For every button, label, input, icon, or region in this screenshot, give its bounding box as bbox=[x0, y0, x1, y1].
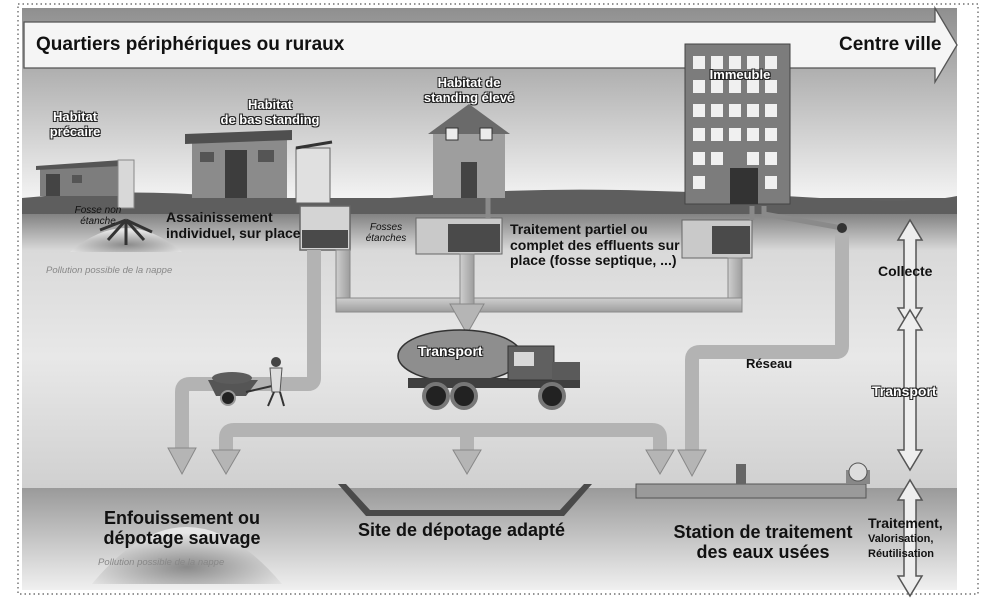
building-drain bbox=[749, 206, 843, 231]
pipe-arrow-icon bbox=[452, 449, 482, 475]
label-enfouissement: Enfouissement ou dépotage sauvage bbox=[103, 508, 261, 549]
building-icon bbox=[684, 43, 791, 205]
label-fosses-etanches: Fosses étanches bbox=[365, 222, 407, 245]
label-habitat-bas-standing: Habitat de bas standing bbox=[220, 97, 320, 127]
person-icon bbox=[267, 357, 285, 407]
building-windows bbox=[693, 56, 777, 189]
disposal-mound bbox=[92, 527, 282, 584]
latrine-shed bbox=[295, 140, 333, 204]
dotted-frame bbox=[17, 3, 979, 595]
collection-horizontal-pipe bbox=[335, 297, 743, 313]
label-immeuble: Immeuble bbox=[709, 67, 771, 82]
label-fosse-non-etanche: Fosse non étanche bbox=[74, 205, 122, 228]
label-traitement: Traitement, bbox=[868, 515, 943, 531]
root-lines bbox=[99, 218, 153, 245]
label-assainissement: Assainissement individuel, sur place bbox=[166, 209, 301, 241]
septic-tank-icon bbox=[415, 217, 503, 255]
manhole bbox=[837, 223, 847, 233]
label-reutilisation: Réutilisation bbox=[868, 548, 935, 560]
label-habitat-precaire: Habitat précaire bbox=[49, 109, 101, 139]
septic-tank-icon bbox=[681, 219, 753, 259]
label-traitement-partiel: Traitement partiel ou complet des efflue… bbox=[510, 221, 680, 269]
stage-axis bbox=[896, 218, 924, 598]
house-icon bbox=[428, 104, 510, 198]
label-valorisation: Valorisation, bbox=[868, 533, 934, 545]
label-truck-transport: Transport bbox=[418, 343, 483, 359]
truck-distribution-pipe bbox=[219, 423, 667, 452]
truck-icon bbox=[397, 329, 580, 410]
tank-to-truck-pipe bbox=[459, 253, 475, 305]
pipe-arrow-icon bbox=[211, 449, 241, 475]
latrine-pipe bbox=[117, 159, 135, 209]
house-icon bbox=[36, 160, 122, 196]
banner-left-label: Quartiers périphériques ou ruraux bbox=[36, 34, 345, 55]
pipe-arrow-icon bbox=[645, 449, 675, 475]
disposal-basin bbox=[338, 484, 592, 516]
wheelbarrow-icon bbox=[208, 372, 273, 406]
distribution-center-pipe bbox=[460, 430, 474, 452]
pipe-arrow-icon bbox=[677, 449, 707, 478]
treatment-plant bbox=[635, 462, 870, 499]
label-site-depotage: Site de dépotage adapté bbox=[358, 520, 566, 540]
pipe-arrow-icon bbox=[167, 447, 197, 476]
label-pollution-top: Pollution possible de la nappe bbox=[46, 265, 173, 276]
label-station: Station de traitement des eaux usées bbox=[673, 522, 853, 563]
label-habitat-standing-eleve: Habitat de standing élevé bbox=[423, 75, 515, 105]
house-icon bbox=[185, 130, 292, 198]
label-reseau: Réseau bbox=[746, 356, 793, 371]
sewer-network-pipe bbox=[685, 234, 849, 452]
banner-right-label: Centre ville bbox=[839, 34, 942, 55]
pipe-arrow-icon bbox=[449, 303, 485, 336]
label-collecte: Collecte bbox=[878, 263, 933, 279]
label-pollution-bottom: Pollution possible de la nappe bbox=[98, 557, 225, 568]
pit-sludge bbox=[302, 230, 348, 248]
label-transport-axis: Transport bbox=[872, 383, 937, 399]
